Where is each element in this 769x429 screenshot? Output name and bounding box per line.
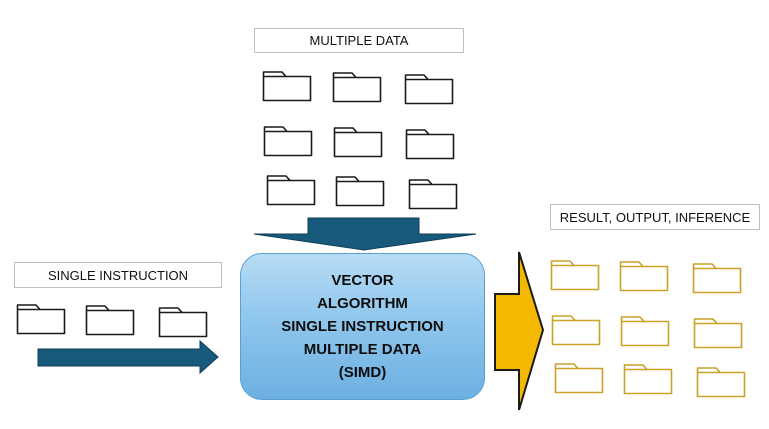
result-folder-icon: [550, 259, 600, 291]
folder-icon: [333, 127, 383, 158]
folder-icon: [16, 304, 66, 335]
data-folder-icon: [333, 126, 383, 158]
folder-icon: [263, 126, 313, 157]
right-arrow-shape: [37, 339, 219, 375]
folder-icon: [85, 305, 135, 336]
instruction-folder-icon: [16, 303, 66, 335]
result-folder-icon: [554, 362, 604, 394]
folder-icon: [620, 316, 670, 347]
folder-icon: [262, 71, 312, 102]
output-arrow-shape: [494, 251, 545, 411]
instruction-folder-icon: [158, 306, 208, 338]
data-folder-icon: [266, 174, 316, 206]
result-folder-icon: [619, 260, 669, 292]
data-folder-icon: [332, 71, 382, 103]
folder-icon: [404, 74, 454, 105]
data-folder-icon: [405, 128, 455, 160]
folder-icon: [158, 307, 208, 338]
single-instruction-label: SINGLE INSTRUCTION: [14, 262, 222, 288]
folder-icon: [551, 315, 601, 346]
folder-icon: [550, 260, 600, 291]
processor-line-simd: (SIMD): [338, 364, 387, 381]
folder-icon: [405, 129, 455, 160]
folder-icon: [554, 363, 604, 394]
data-folder-icon: [263, 125, 313, 157]
data-folder-icon: [262, 70, 312, 102]
multiple-data-label: MULTIPLE DATA: [254, 28, 464, 53]
processor-line-algorithm: ALGORITHM: [317, 295, 408, 312]
folder-icon: [408, 179, 458, 210]
result-label: RESULT, OUTPUT, INFERENCE: [550, 204, 760, 230]
folder-icon: [623, 364, 673, 395]
data-folder-icon: [408, 178, 458, 210]
folder-icon: [692, 263, 742, 294]
result-folder-icon: [693, 317, 743, 349]
processor-line-single-instruction: SINGLE INSTRUCTION: [281, 318, 444, 335]
result-folder-icon: [620, 315, 670, 347]
result-folder-icon: [696, 366, 746, 398]
folder-icon: [619, 261, 669, 292]
data-folder-icon: [335, 175, 385, 207]
folder-icon: [335, 176, 385, 207]
instruction-folder-icon: [85, 304, 135, 336]
folder-icon: [266, 175, 316, 206]
processor-line-vector: VECTOR: [331, 272, 394, 289]
result-folder-icon: [692, 262, 742, 294]
folder-icon: [332, 72, 382, 103]
result-folder-icon: [551, 314, 601, 346]
folder-icon: [693, 318, 743, 349]
processor-line-multiple-data: MULTIPLE DATA: [303, 341, 422, 358]
down-arrow-shape: [253, 217, 477, 251]
data-folder-icon: [404, 73, 454, 105]
simd-processor-box: VECTOR ALGORITHM SINGLE INSTRUCTION MULT…: [240, 253, 485, 400]
folder-icon: [696, 367, 746, 398]
result-folder-icon: [623, 363, 673, 395]
